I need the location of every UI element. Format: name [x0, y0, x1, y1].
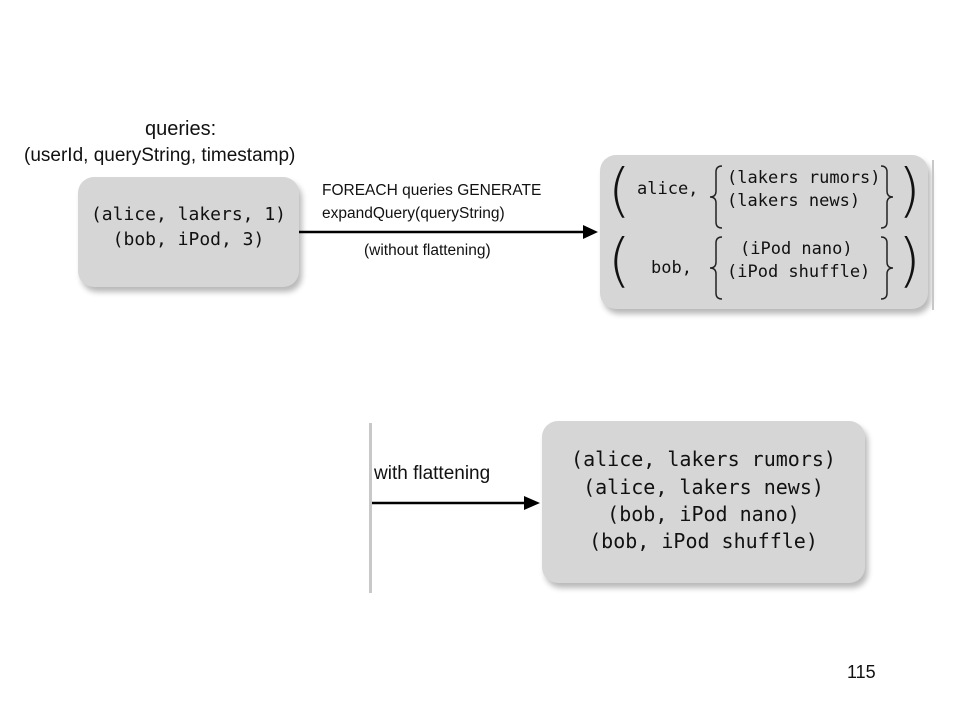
- flattened-tuple: (bob, iPod shuffle): [589, 529, 818, 553]
- open-paren: (: [608, 156, 631, 224]
- flattened-tuple: (alice, lakers rumors): [571, 447, 836, 471]
- input-tuple: (alice, lakers, 1): [90, 204, 287, 225]
- open-brace: [709, 236, 723, 300]
- relation-schema: (userId, queryString, timestamp): [24, 145, 296, 166]
- relation-name: queries:: [145, 118, 217, 140]
- without-flattening-label: (without flattening): [364, 242, 491, 259]
- nested-bag-item: (lakers news): [727, 191, 861, 211]
- open-paren: (: [608, 226, 631, 294]
- nested-bag-item: (iPod nano): [740, 239, 853, 259]
- close-paren: ): [898, 226, 921, 294]
- with-flattening-label: with flattening: [374, 463, 491, 484]
- flattened-output-box: (alice, lakers rumors) (alice, lakers ne…: [542, 421, 865, 583]
- nested-user: bob,: [651, 258, 692, 278]
- nested-bag-item: (lakers rumors): [727, 168, 881, 188]
- flattened-tuple: (bob, iPod nano): [607, 502, 800, 526]
- input-relation-box: (alice, lakers, 1) (bob, iPod, 3): [78, 177, 299, 287]
- flattened-tuple: (alice, lakers news): [583, 475, 824, 499]
- crop-edge-line: [369, 423, 372, 593]
- foreach-statement-line1: FOREACH queries GENERATE: [322, 182, 542, 199]
- close-brace: [880, 165, 894, 229]
- crop-edge-line: [932, 160, 934, 310]
- nested-user: alice,: [637, 179, 699, 199]
- without-flattening-arrow: [299, 225, 598, 239]
- close-paren: ): [898, 156, 921, 224]
- nested-output-box: ( alice, (lakers rumors) (lakers news) )…: [600, 155, 928, 309]
- page-number: 115: [847, 662, 876, 682]
- nested-bag-item: (iPod shuffle): [727, 262, 871, 282]
- input-tuple: (bob, iPod, 3): [112, 229, 265, 250]
- open-brace: [709, 165, 723, 229]
- foreach-statement-line2: expandQuery(queryString): [322, 205, 505, 222]
- with-flattening-arrow: [372, 496, 540, 510]
- close-brace: [880, 236, 894, 300]
